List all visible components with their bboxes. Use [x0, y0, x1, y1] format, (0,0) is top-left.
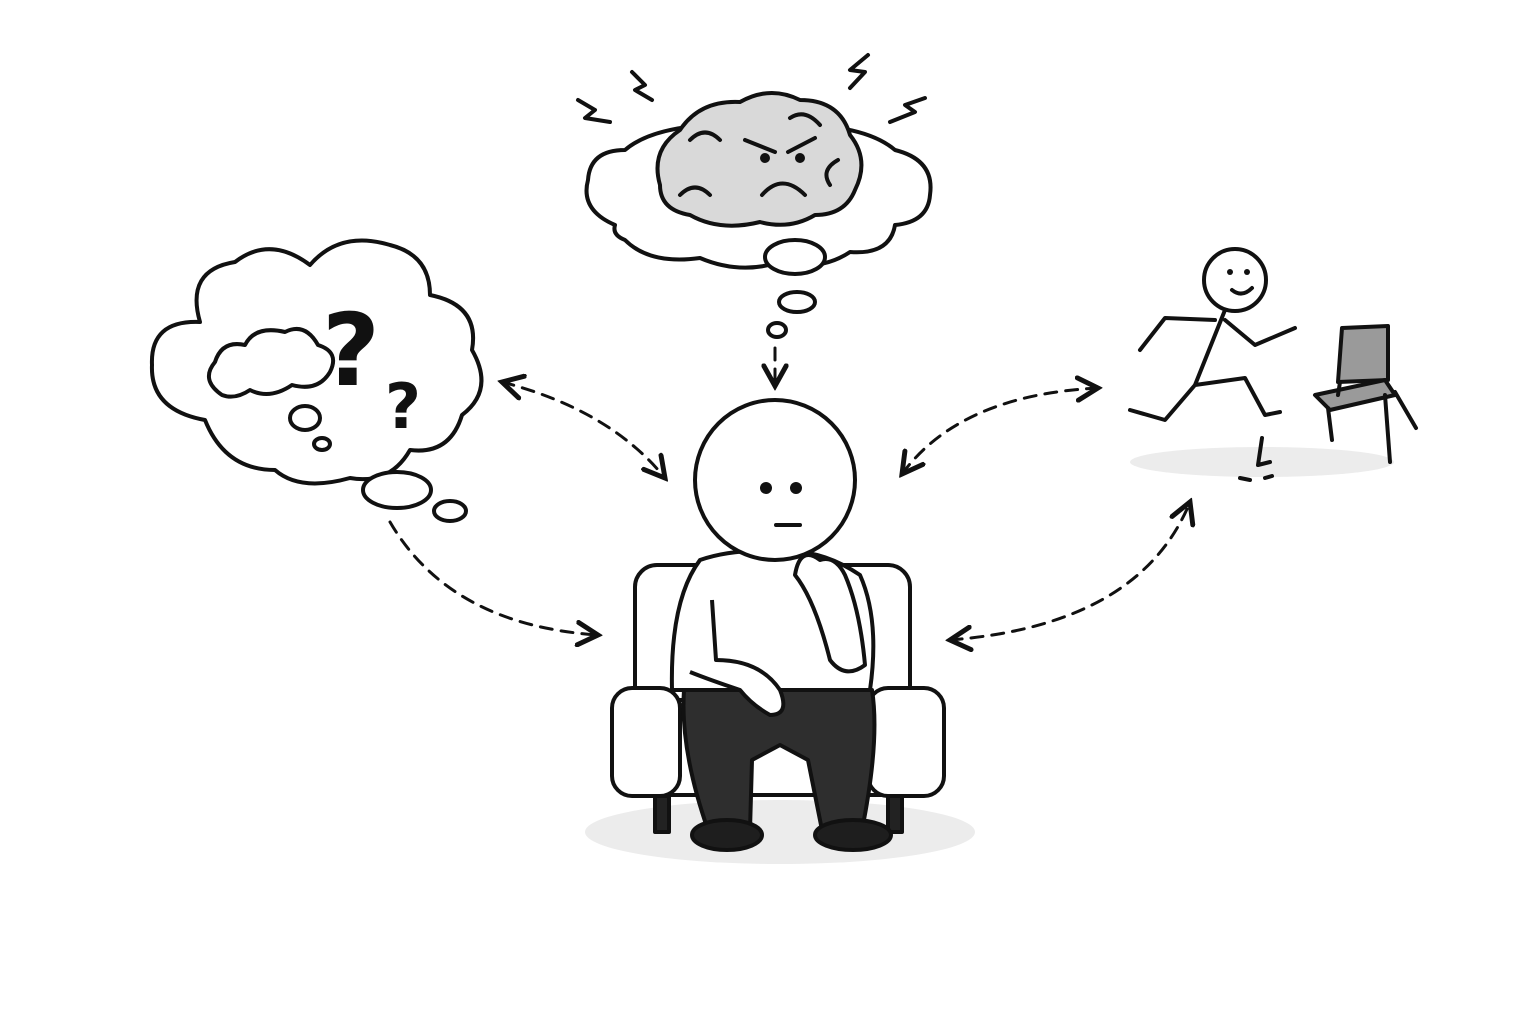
- angry-brain-cloud-icon: [576, 53, 933, 339]
- arrow-confusion-to-person: [502, 382, 665, 478]
- lightning-bolt-icon: [630, 70, 654, 102]
- eye: [760, 482, 772, 494]
- arrow-bubble-to-person: [388, 520, 598, 635]
- question-mark-small: ?: [385, 370, 421, 443]
- running-stick-figure-icon: [1128, 247, 1297, 422]
- angry-brain-icon: [655, 90, 864, 228]
- lightning-bolt-icon: [848, 53, 870, 90]
- eye: [790, 482, 802, 494]
- lightning-bolt-icon: [888, 96, 927, 124]
- confused-thought-cloud-icon: ? ?: [149, 238, 484, 523]
- thinking-person-icon: [669, 398, 893, 852]
- arrow-person-to-chair: [950, 502, 1190, 640]
- chair-icon: [1238, 324, 1418, 482]
- question-mark-large: ?: [322, 292, 380, 409]
- arrow-person-to-running: [902, 388, 1098, 474]
- floor-shadow: [585, 800, 975, 864]
- lightning-bolt-icon: [576, 98, 612, 124]
